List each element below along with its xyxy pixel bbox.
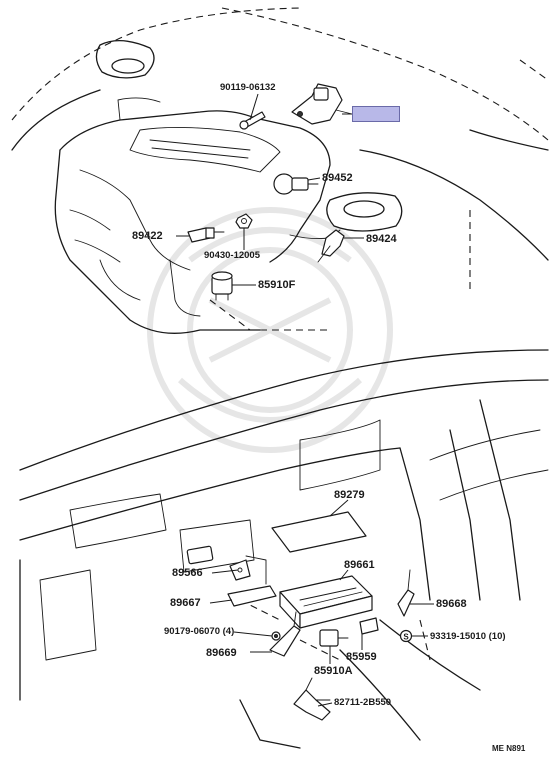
callout-89452[interactable]: 89452 xyxy=(322,172,353,184)
sensor-89422-part xyxy=(187,227,225,243)
callout-89566[interactable]: 89566 xyxy=(172,567,203,579)
ignition-coil-part xyxy=(291,83,353,125)
sensor-89424-part xyxy=(317,229,345,263)
watermark-emblem xyxy=(147,207,393,453)
bracket-89667-part xyxy=(227,555,277,607)
bracket-82711-part xyxy=(293,677,331,721)
callout-90430-12005[interactable]: 90430-12005 xyxy=(204,250,260,261)
bracket-89669-part xyxy=(269,611,301,657)
callout-89279[interactable]: 89279 xyxy=(334,489,365,501)
relay-85910A-part xyxy=(319,629,349,647)
callout-89422[interactable]: 89422 xyxy=(132,230,163,242)
bolt-90179-part xyxy=(271,631,281,641)
diagram-code: ME N891 xyxy=(492,744,526,753)
bracket-89566-part xyxy=(186,545,214,565)
callout-90119-06132[interactable]: 90119-06132 xyxy=(220,82,276,93)
callout-85910A[interactable]: 85910A xyxy=(314,665,353,677)
switch-85910F-part xyxy=(211,271,233,301)
dashboard-outline xyxy=(19,349,549,749)
nut-90430-part xyxy=(235,213,253,229)
callout-89669[interactable]: 89669 xyxy=(206,647,237,659)
callout-85959[interactable]: 85959 xyxy=(346,651,377,663)
callout-89661[interactable]: 89661 xyxy=(344,559,375,571)
callout-89424[interactable]: 89424 xyxy=(366,233,397,245)
bolt-93319-part: S xyxy=(399,629,413,643)
engine-leader-lines xyxy=(176,93,364,286)
callout-89667[interactable]: 89667 xyxy=(170,597,201,609)
dashboard-leader-lines xyxy=(209,499,434,707)
clip-89566-part xyxy=(229,559,251,581)
pad-89279-part xyxy=(271,511,367,553)
callout-89668[interactable]: 89668 xyxy=(436,598,467,610)
svg-text:S: S xyxy=(403,633,409,642)
callout-85910F[interactable]: 85910F xyxy=(258,279,296,291)
highlight-box xyxy=(352,106,400,122)
callout-90179-06070[interactable]: 90179-06070 (4) xyxy=(164,626,235,637)
ecu-89661-part xyxy=(279,575,373,629)
sensor-89452-part xyxy=(273,173,319,195)
bolt-90119-part xyxy=(239,111,266,130)
bracket-85959-part xyxy=(359,617,379,635)
bracket-89668-part xyxy=(397,569,415,617)
callout-82711-2B550[interactable]: 82711-2B550 xyxy=(334,697,392,708)
callout-93319-15010[interactable]: 93319-15010 (10) xyxy=(430,631,506,642)
engine-bay-outline xyxy=(11,7,549,334)
